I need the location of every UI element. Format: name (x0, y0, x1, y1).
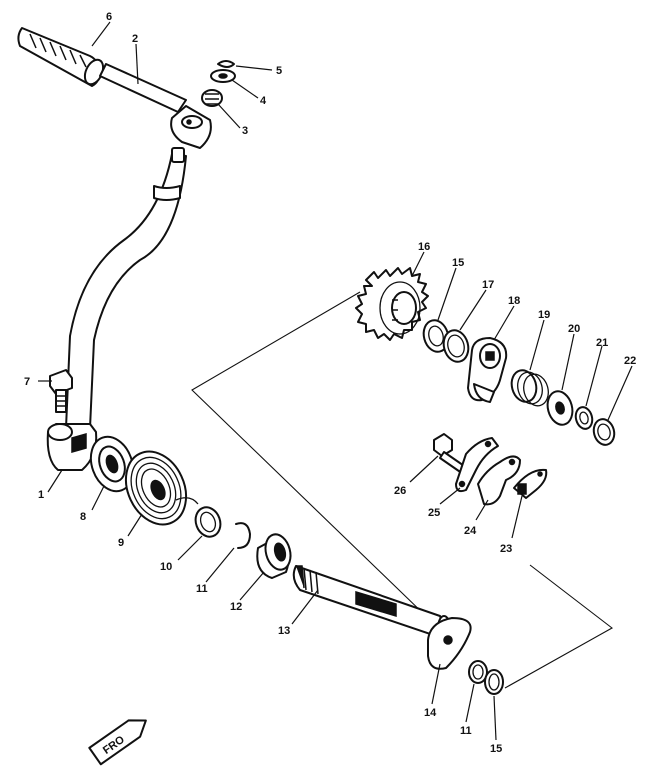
label-1: 1 (38, 489, 44, 501)
label-25: 25 (428, 507, 440, 519)
washer-22[interactable] (591, 417, 617, 447)
label-14: 14 (424, 707, 437, 719)
label-26: 26 (394, 485, 406, 497)
ratchet-guide[interactable] (477, 455, 521, 506)
washer-15-lower[interactable] (484, 669, 504, 695)
washer-4[interactable] (210, 69, 236, 83)
ratchet-spring[interactable] (508, 367, 551, 408)
label-11: 11 (196, 583, 208, 595)
label-9: 9 (118, 537, 124, 549)
label-23: 23 (500, 543, 512, 555)
label-15-upper: 15 (452, 257, 464, 269)
kick-shaft[interactable] (292, 565, 451, 641)
kick-gear[interactable] (355, 267, 429, 341)
label-15-lower: 15 (490, 743, 502, 755)
label-3: 3 (242, 125, 248, 137)
label-18: 18 (508, 295, 520, 307)
crank-bolt[interactable] (49, 369, 73, 413)
kick-grip[interactable] (17, 27, 106, 87)
label-4: 4 (260, 95, 267, 107)
oil-seal[interactable] (84, 431, 141, 497)
label-5: 5 (276, 65, 282, 77)
washer-20[interactable] (544, 388, 576, 427)
circlip-17[interactable] (440, 327, 471, 364)
label-24: 24 (464, 525, 477, 537)
front-direction-mark: FRO (88, 719, 147, 766)
label-10: 10 (160, 561, 172, 573)
label-11-lower: 11 (460, 725, 472, 737)
label-13: 13 (278, 625, 290, 637)
label-17: 17 (482, 279, 494, 291)
stopper-23[interactable] (513, 468, 548, 499)
kick-spring[interactable] (115, 442, 199, 535)
clip-5[interactable] (217, 60, 235, 68)
detent-ball[interactable] (201, 89, 223, 107)
spring-guide-10[interactable] (192, 504, 225, 540)
label-22: 22 (624, 355, 636, 367)
label-16: 16 (418, 241, 430, 253)
leader-lines (38, 21, 633, 741)
label-21: 21 (596, 337, 608, 349)
label-19: 19 (538, 309, 550, 321)
label-2: 2 (132, 33, 138, 45)
label-20: 20 (568, 323, 580, 335)
ratchet-wheel[interactable] (467, 337, 508, 403)
assembly-reference-frame (191, 291, 613, 689)
label-6: 6 (106, 11, 112, 23)
label-7: 7 (24, 376, 30, 388)
label-12: 12 (230, 601, 242, 613)
label-8: 8 (80, 511, 86, 523)
collar-12[interactable] (256, 532, 294, 579)
kick-crank[interactable] (46, 147, 187, 471)
circlip-21[interactable] (573, 405, 594, 430)
kick-arm[interactable] (99, 63, 212, 149)
plate-washer-14[interactable] (427, 617, 472, 670)
circlip-11-upper[interactable] (235, 522, 251, 549)
part-labels: 1 2 3 4 5 6 7 8 9 10 11 12 13 14 11 15 1… (24, 11, 636, 755)
circlip-11-lower[interactable] (468, 660, 488, 684)
